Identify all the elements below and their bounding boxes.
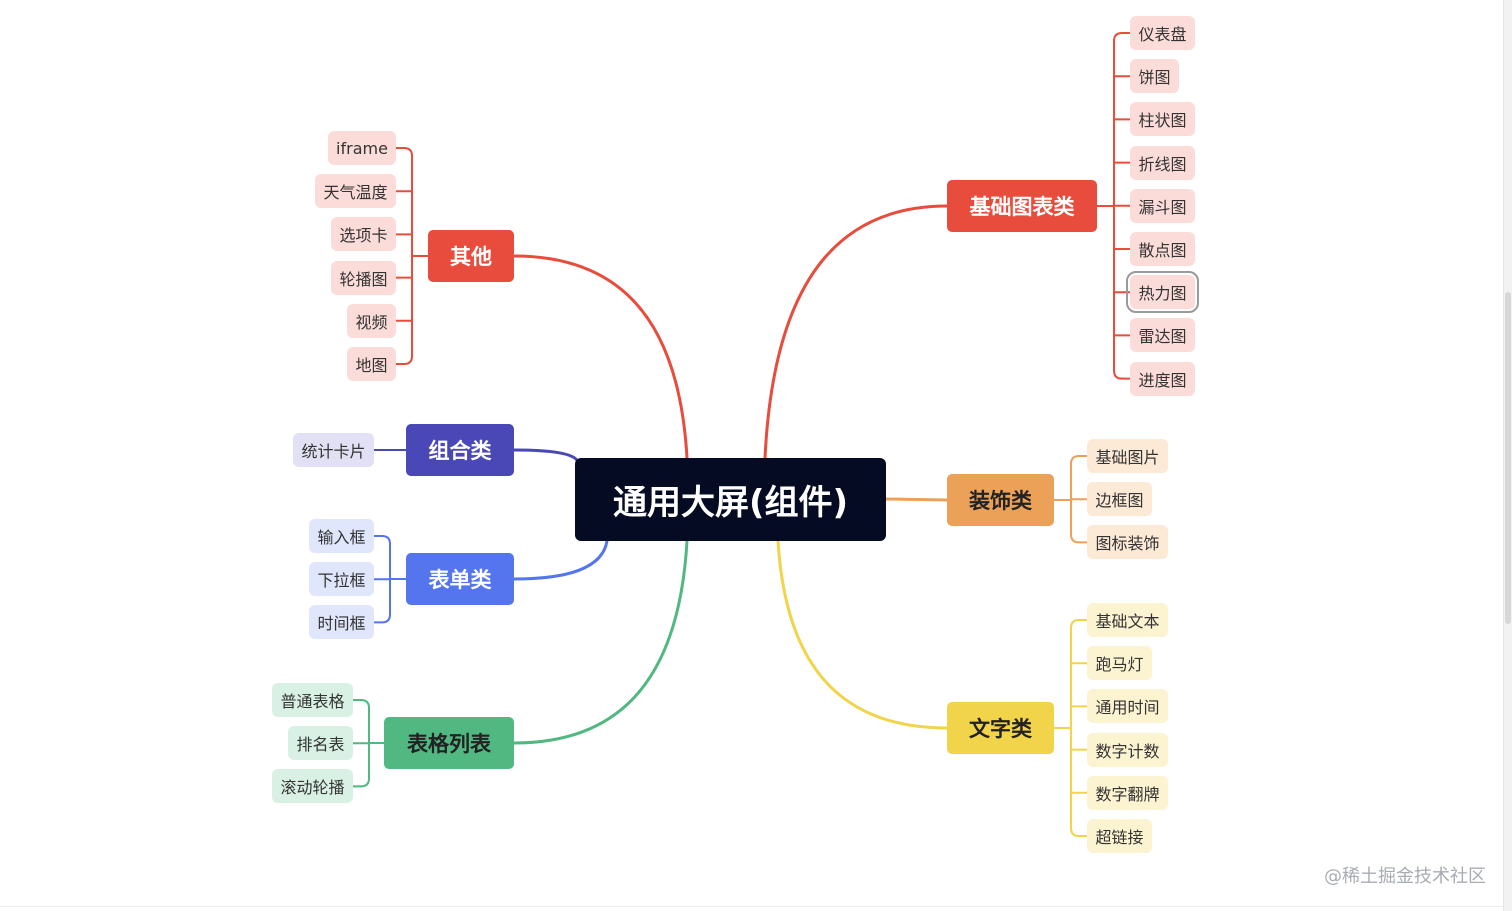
leaf-node[interactable]: 天气温度 bbox=[315, 174, 396, 209]
leaf-node[interactable]: 柱状图 bbox=[1130, 102, 1195, 137]
leaf-node[interactable]: 输入框 bbox=[309, 519, 374, 553]
leaf-node[interactable]: 统计卡片 bbox=[293, 433, 374, 467]
leaf-node[interactable]: 数字计数 bbox=[1087, 732, 1168, 767]
leaf-node[interactable]: 基础文本 bbox=[1087, 603, 1168, 637]
leaf-node[interactable]: 进度图 bbox=[1130, 361, 1195, 396]
leaf-node[interactable]: 图标装饰 bbox=[1087, 525, 1168, 560]
connector-form bbox=[512, 539, 609, 581]
branch-node-text[interactable]: 文字类 bbox=[947, 702, 1054, 754]
branch-node-other[interactable]: 其他 bbox=[428, 230, 514, 282]
leaf-node[interactable]: 时间框 bbox=[309, 605, 374, 640]
leaf-node[interactable]: 通用时间 bbox=[1087, 689, 1168, 724]
connector-base-charts bbox=[763, 204, 949, 460]
leaf-node[interactable]: 散点图 bbox=[1130, 232, 1195, 266]
leaf-node[interactable]: 普通表格 bbox=[272, 683, 353, 717]
leaf-node[interactable]: 漏斗图 bbox=[1130, 188, 1195, 223]
leaf-node[interactable]: 跑马灯 bbox=[1087, 646, 1152, 681]
leaf-node[interactable]: 选项卡 bbox=[331, 217, 396, 252]
leaf-node[interactable]: 仪表盘 bbox=[1130, 16, 1195, 50]
leaf-node[interactable]: 视频 bbox=[347, 303, 396, 338]
branch-node-table[interactable]: 表格列表 bbox=[384, 717, 514, 769]
vertical-scrollbar[interactable] bbox=[1503, 0, 1512, 911]
connector-decoration bbox=[884, 497, 949, 502]
leaf-node[interactable]: 基础图片 bbox=[1087, 439, 1168, 473]
leaf-node[interactable]: 折线图 bbox=[1130, 145, 1195, 180]
leaf-node[interactable]: 数字翻牌 bbox=[1087, 775, 1168, 810]
connector-text bbox=[776, 539, 949, 730]
leaf-node[interactable]: 雷达图 bbox=[1130, 318, 1195, 353]
leaf-node[interactable]: 饼图 bbox=[1130, 59, 1179, 94]
trunk-text bbox=[1070, 619, 1080, 837]
leaf-node[interactable]: 边框图 bbox=[1087, 482, 1152, 517]
leaf-node[interactable]: 热力图 bbox=[1126, 271, 1199, 314]
divider bbox=[0, 906, 1503, 907]
branch-node-form[interactable]: 表单类 bbox=[406, 553, 514, 605]
connector-table bbox=[512, 539, 689, 745]
connector-combo bbox=[512, 448, 580, 464]
scrollbar-thumb[interactable] bbox=[1505, 292, 1511, 624]
branch-node-combo[interactable]: 组合类 bbox=[406, 424, 514, 476]
leaf-node[interactable]: 滚动轮播 bbox=[272, 769, 353, 804]
leaf-node[interactable]: iframe bbox=[328, 131, 396, 165]
trunk-other bbox=[403, 147, 413, 365]
leaf-node[interactable]: 轮播图 bbox=[331, 260, 396, 295]
connector-other bbox=[512, 254, 689, 460]
leaf-node[interactable]: 超链接 bbox=[1087, 819, 1152, 853]
watermark: @稀土掘金技术社区 bbox=[1324, 866, 1486, 887]
leaf-node[interactable]: 排名表 bbox=[288, 726, 353, 761]
root-node[interactable]: 通用大屏(组件) bbox=[575, 458, 886, 541]
branch-node-base-charts[interactable]: 基础图表类 bbox=[947, 180, 1097, 232]
leaf-node[interactable]: 地图 bbox=[347, 347, 396, 381]
leaf-node[interactable]: 下拉框 bbox=[309, 562, 374, 597]
branch-node-decoration[interactable]: 装饰类 bbox=[947, 474, 1054, 526]
